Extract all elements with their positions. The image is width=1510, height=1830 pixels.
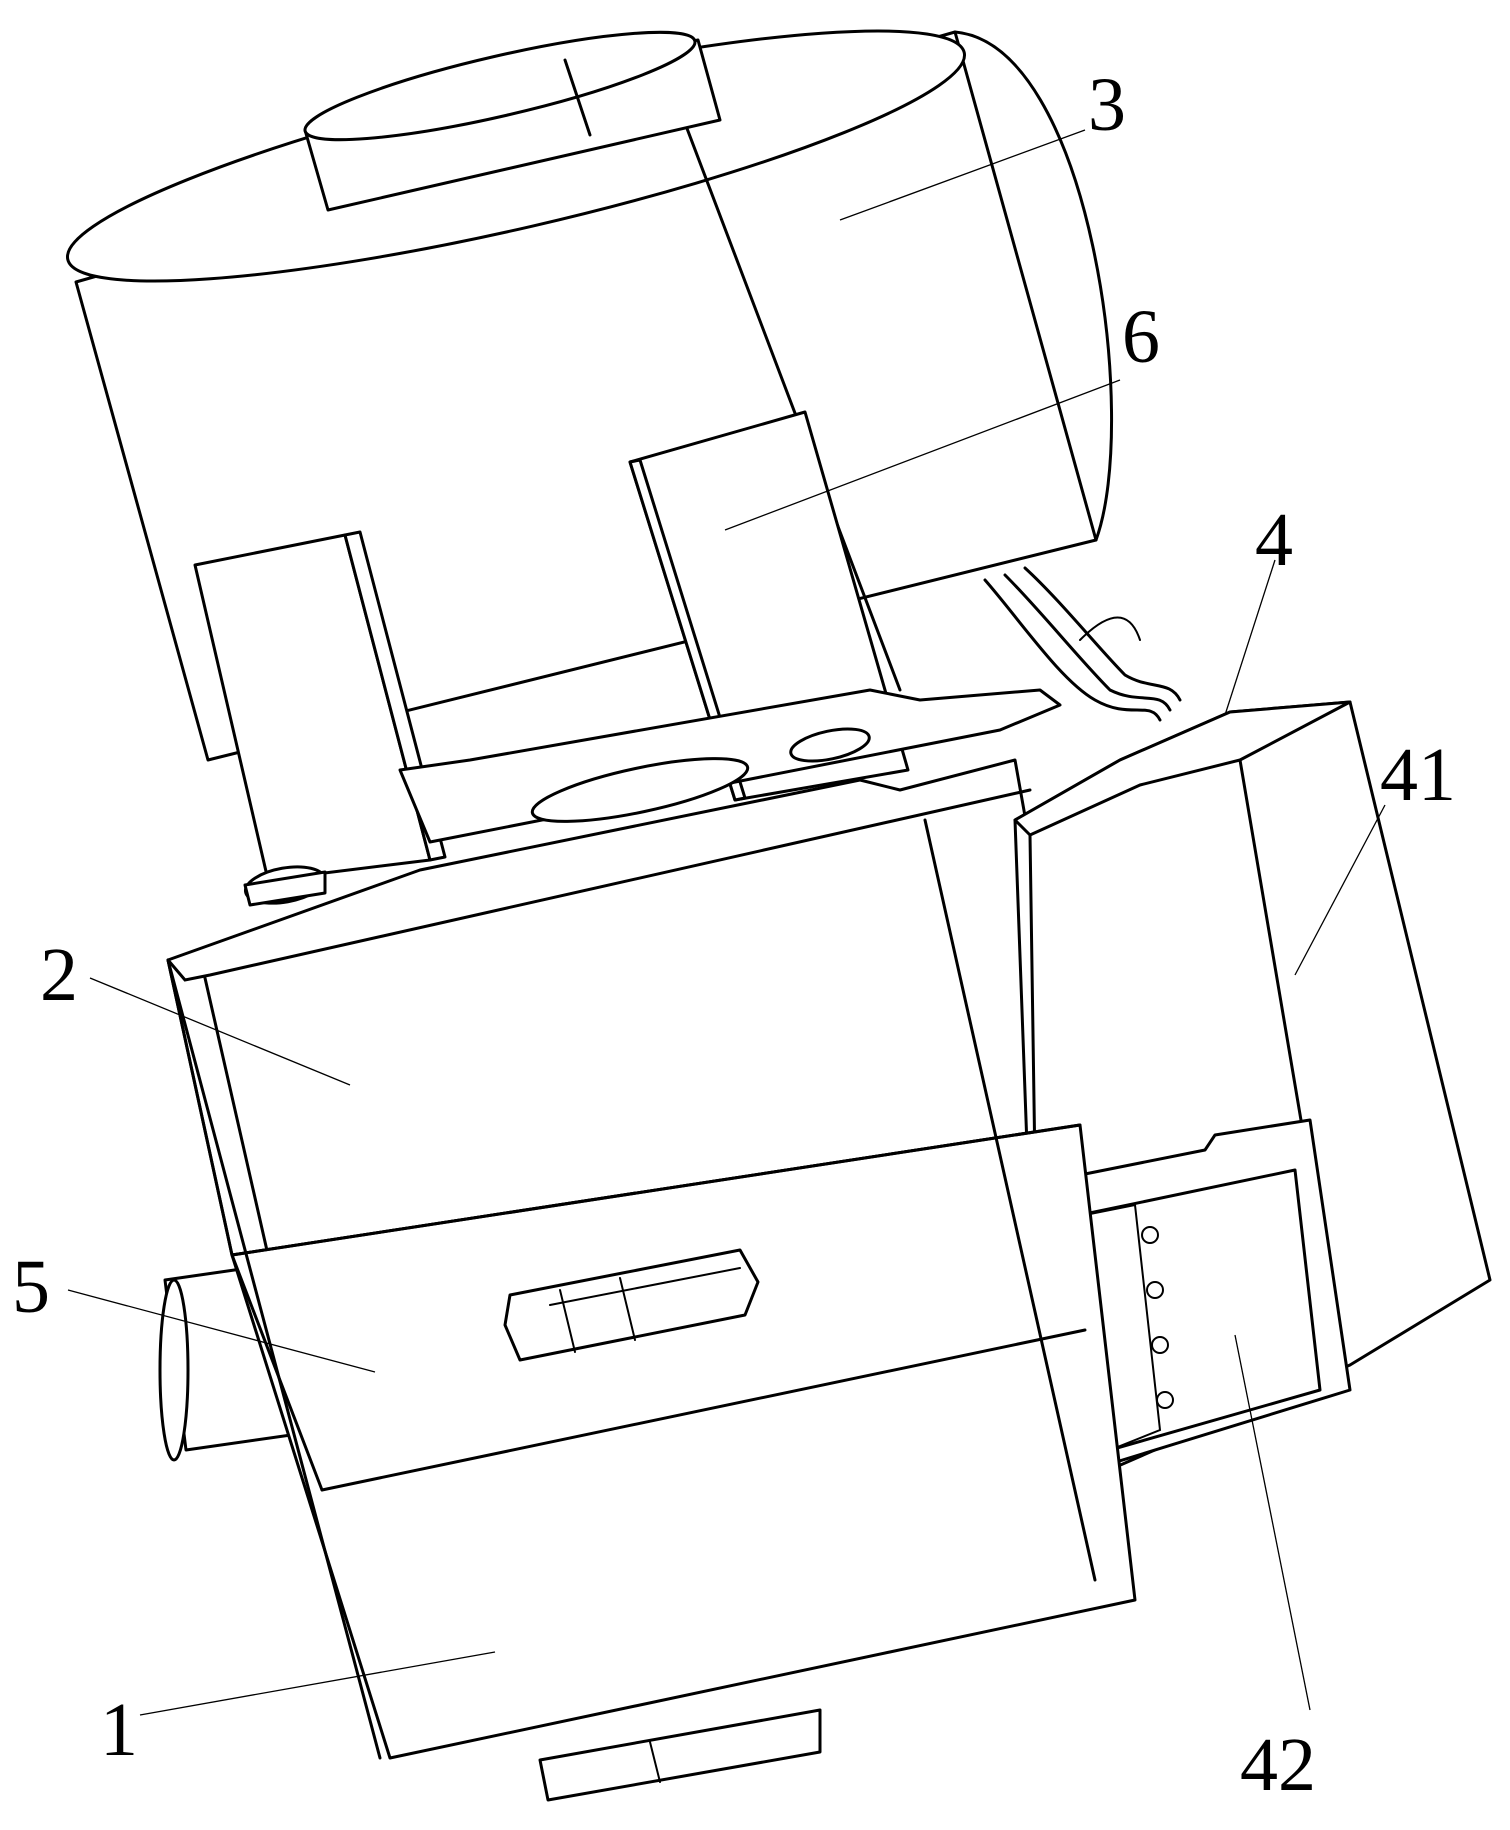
callout-41: 41 — [1380, 733, 1456, 817]
callout-1: 1 — [100, 1688, 138, 1772]
leader-1 — [139, 1651, 496, 1716]
screw-heads — [243, 865, 327, 907]
leader-2 — [89, 977, 351, 1086]
leader-4 — [1224, 559, 1276, 716]
gear-plate — [398, 688, 1062, 844]
callout-6: 6 — [1122, 295, 1160, 379]
wire-harness — [983, 566, 1182, 722]
callout-4: 4 — [1255, 498, 1293, 582]
callout-42: 42 — [1240, 1723, 1316, 1807]
connector-port — [1053, 1118, 1352, 1472]
leader-lines — [67, 129, 1386, 1716]
leader-3 — [839, 129, 1086, 221]
motor-shaft-cap — [303, 30, 722, 212]
callout-2: 2 — [40, 933, 78, 1017]
callout-labels: 3 6 4 41 2 5 1 42 — [12, 63, 1456, 1807]
callout-5: 5 — [12, 1245, 50, 1329]
base-body — [166, 818, 1137, 1760]
adjuster-slot — [503, 1248, 760, 1362]
bottom-collar — [538, 1708, 822, 1802]
connector-pins — [1141, 1226, 1174, 1409]
callout-3: 3 — [1088, 63, 1126, 147]
leader-6 — [724, 379, 1121, 531]
leader-41 — [1294, 804, 1386, 976]
leader-5 — [67, 1289, 376, 1373]
leader-42 — [1234, 1334, 1311, 1711]
gearbox-housing — [166, 758, 1082, 1257]
